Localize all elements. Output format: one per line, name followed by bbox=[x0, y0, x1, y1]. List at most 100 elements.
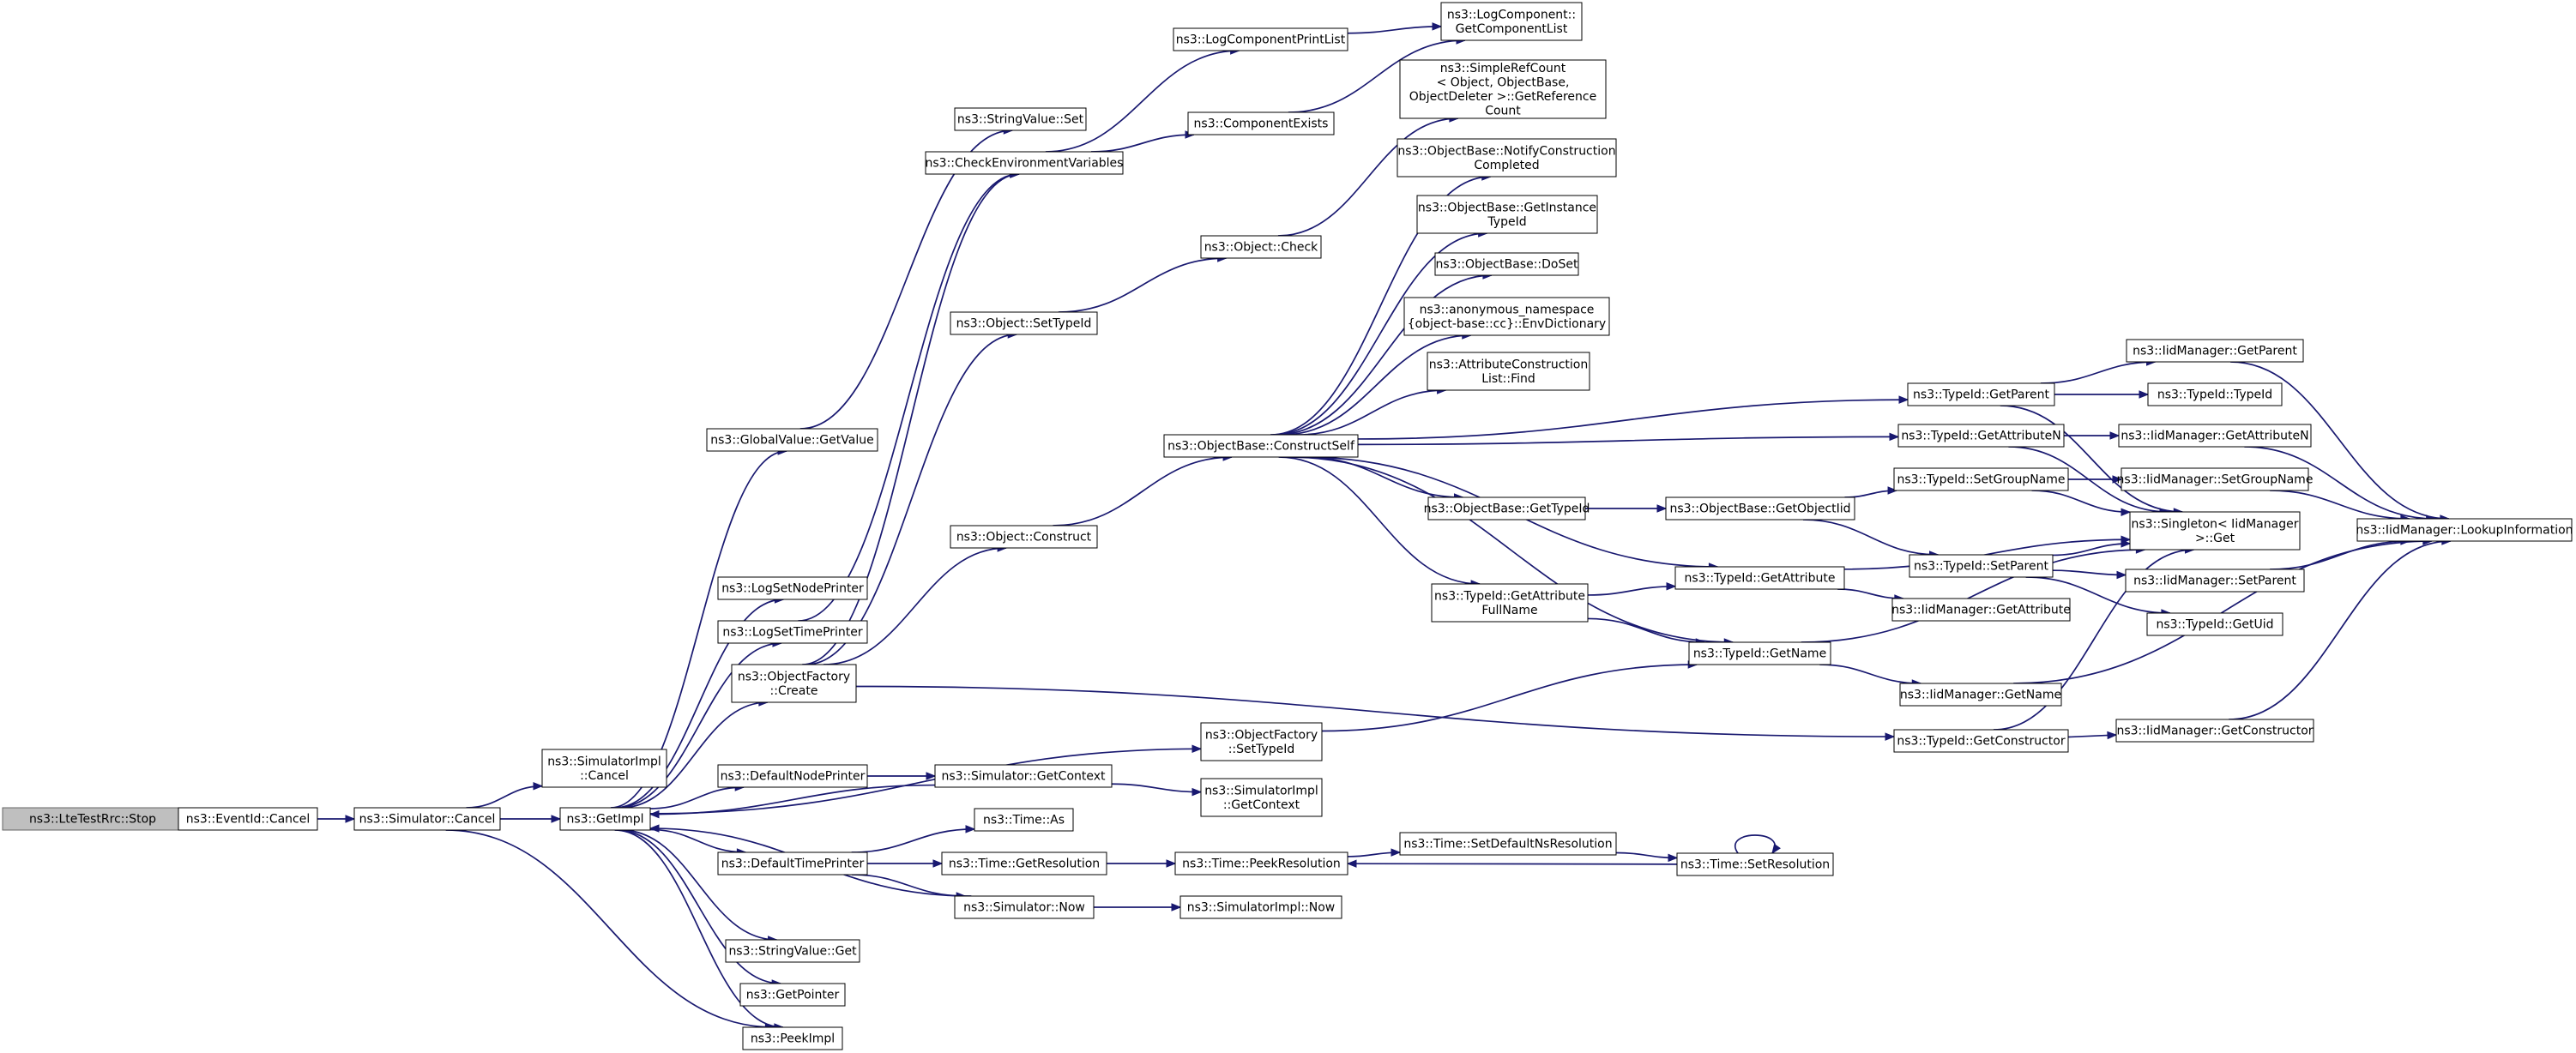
graph-node-timesetres[interactable]: ns3::Time::SetResolution bbox=[1676, 852, 1834, 876]
graph-node-tsetgroupname[interactable]: ns3::TypeId::SetGroupName bbox=[1893, 467, 2069, 491]
graph-node-obgettypeid[interactable]: ns3::ObjectBase::GetTypeId bbox=[1424, 496, 1590, 520]
node-label: ns3::Simulator::GetContext bbox=[941, 770, 1106, 784]
graph-node-simgetcontext[interactable]: ns3::Simulator::GetContext bbox=[934, 764, 1113, 788]
node-box bbox=[559, 807, 651, 831]
node-label: ns3::IidManager::SetParent bbox=[2133, 575, 2296, 588]
edge-arrowhead bbox=[2116, 570, 2127, 580]
graph-node-iidsetparent[interactable]: ns3::IidManager::SetParent bbox=[2125, 569, 2305, 593]
graph-node-singletonget[interactable]: ns3::Singleton< IidManager>::Get bbox=[2129, 511, 2301, 551]
graph-node-timegetres[interactable]: ns3::Time::GetResolution bbox=[941, 851, 1107, 875]
graph-node-tgetconstructor[interactable]: ns3::TypeId::GetConstructor bbox=[1893, 729, 2069, 753]
edge-getattrfullname-to-tgetname bbox=[1587, 617, 1706, 647]
edge-defaultnode-to-simgetcontext bbox=[867, 772, 937, 780]
graph-node-iidgetparent[interactable]: ns3::IidManager::GetParent bbox=[2126, 339, 2304, 363]
edge-arrowhead bbox=[1885, 732, 1896, 741]
graph-node-tgetattribute[interactable]: ns3::TypeId::GetAttribute bbox=[1674, 566, 1845, 590]
graph-node-logsettime[interactable]: ns3::LogSetTimePrinter bbox=[717, 620, 868, 644]
graph-node-strset[interactable]: ns3::StringValue::Set bbox=[954, 107, 1087, 131]
graph-node-getpointer[interactable]: ns3::GetPointer bbox=[739, 983, 846, 1007]
edge-arrowhead bbox=[2109, 431, 2121, 440]
graph-node-logsetnode[interactable]: ns3::LogSetNodePrinter bbox=[717, 576, 868, 600]
graph-node-simplerefcount[interactable]: ns3::SimpleRefCount< Object, ObjectBase,… bbox=[1399, 59, 1607, 119]
graph-node-notifyconstruction[interactable]: ns3::ObjectBase::NotifyConstructionCompl… bbox=[1397, 138, 1617, 178]
node-box bbox=[739, 983, 846, 1007]
node-label: ns3::TypeId::TypeId bbox=[2157, 388, 2272, 402]
node-label: ns3::SimpleRefCount bbox=[1440, 62, 1566, 75]
graph-node-timesetdefault[interactable]: ns3::Time::SetDefaultNsResolution bbox=[1399, 832, 1617, 856]
edge-line bbox=[2270, 540, 2410, 570]
node-label: ns3::ObjectBase::GetTypeId bbox=[1424, 502, 1590, 516]
graph-node-globalgetvalue[interactable]: ns3::GlobalValue::GetValue bbox=[706, 428, 878, 452]
edge-line bbox=[855, 685, 1895, 737]
graph-node-timeas[interactable]: ns3::Time::As bbox=[974, 808, 1074, 832]
graph-node-ofsettypeid[interactable]: ns3::ObjectFactory::SetTypeId bbox=[1200, 722, 1323, 761]
graph-node-peekimpl[interactable]: ns3::PeekImpl bbox=[742, 1026, 843, 1050]
graph-node-iidlookup[interactable]: ns3::IidManager::LookupInformation bbox=[2356, 518, 2573, 542]
graph-node-tgetname[interactable]: ns3::TypeId::GetName bbox=[1688, 641, 1831, 665]
graph-node-getobjectiid[interactable]: ns3::ObjectBase::GetObjectIid bbox=[1665, 496, 1855, 520]
node-box bbox=[1440, 2, 1583, 41]
node-label: ns3::EventId::Cancel bbox=[186, 813, 311, 827]
node-label: ns3::IidManager::GetAttributeN bbox=[2121, 430, 2308, 443]
graph-node-iidgetname[interactable]: ns3::IidManager::GetName bbox=[1899, 683, 2062, 707]
graph-node-objsettypeid[interactable]: ns3::Object::SetTypeId bbox=[950, 311, 1098, 335]
graph-node-iidgetattrn[interactable]: ns3::IidManager::GetAttributeN bbox=[2118, 424, 2312, 448]
node-box bbox=[717, 620, 868, 644]
graph-node-strget[interactable]: ns3::StringValue::Get bbox=[725, 939, 860, 963]
graph-node-tgetparent[interactable]: ns3::TypeId::GetParent bbox=[1907, 382, 2055, 406]
edge-checkenv-to-logcompprint bbox=[1045, 46, 1240, 153]
graph-node-simnow[interactable]: ns3::Simulator::Now bbox=[954, 895, 1095, 919]
edge-line bbox=[1801, 549, 2145, 643]
graph-node-tgetuid[interactable]: ns3::TypeId::GetUid bbox=[2146, 612, 2283, 636]
graph-node-tgetattrn[interactable]: ns3::TypeId::GetAttributeN bbox=[1897, 424, 2065, 448]
edge-line bbox=[1277, 117, 1458, 237]
graph-node-tsetparent[interactable]: ns3::TypeId::SetParent bbox=[1909, 554, 2054, 578]
edge-objsettypeid-to-objcheck bbox=[1058, 254, 1228, 313]
node-box bbox=[742, 1026, 843, 1050]
graph-node-logcompprint[interactable]: ns3::LogComponentPrintList bbox=[1173, 27, 1348, 51]
graph-node-defaulttime[interactable]: ns3::DefaultTimePrinter bbox=[717, 851, 868, 875]
graph-node-simimplnow[interactable]: ns3::SimulatorImpl::Now bbox=[1179, 895, 1342, 919]
node-box bbox=[1907, 382, 2055, 406]
node-box bbox=[954, 895, 1095, 919]
edge-line bbox=[1272, 232, 1487, 436]
graph-node-simcancel[interactable]: ns3::Simulator::Cancel bbox=[353, 807, 501, 831]
graph-node-iidgetattribute[interactable]: ns3::IidManager::GetAttribute bbox=[1891, 598, 2071, 622]
node-label: List::Find bbox=[1481, 372, 1535, 386]
graph-node-logcompget[interactable]: ns3::LogComponent::GetComponentList bbox=[1440, 2, 1583, 41]
graph-node-timepeekres[interactable]: ns3::Time::PeekResolution bbox=[1174, 851, 1348, 875]
edge-line bbox=[614, 829, 783, 1028]
graph-node-checkenv[interactable]: ns3::CheckEnvironmentVariables bbox=[925, 151, 1124, 175]
node-box bbox=[1899, 683, 2062, 707]
graph-node-defaultnode[interactable]: ns3::DefaultNodePrinter bbox=[717, 764, 868, 788]
graph-node-simimplgetcontext[interactable]: ns3::SimulatorImpl::GetContext bbox=[1200, 778, 1323, 817]
graph-node-getimpl[interactable]: ns3::GetImpl bbox=[559, 807, 651, 831]
graph-node-objcheck[interactable]: ns3::Object::Check bbox=[1200, 235, 1322, 259]
node-label: ns3::TypeId::GetConstructor bbox=[1897, 735, 2065, 749]
graph-node-simimplcancel[interactable]: ns3::SimulatorImpl::Cancel bbox=[541, 749, 667, 788]
graph-node-eventcancel[interactable]: ns3::EventId::Cancel bbox=[178, 807, 318, 831]
node-label: ::SetTypeId bbox=[1228, 743, 1295, 756]
graph-node-compexists[interactable]: ns3::ComponentExists bbox=[1187, 111, 1335, 135]
edge-objfactorycreate-to-tgetconstructor bbox=[855, 685, 1896, 741]
graph-node-doset[interactable]: ns3::ObjectBase::DoSet bbox=[1434, 252, 1579, 276]
graph-node-objconstruct[interactable]: ns3::Object::Construct bbox=[950, 525, 1098, 549]
node-label: ns3::Simulator::Now bbox=[963, 901, 1085, 915]
edge-line bbox=[1288, 456, 1734, 643]
graph-node-objfactorycreate[interactable]: ns3::ObjectFactory::Create bbox=[731, 664, 857, 703]
graph-node-constructself[interactable]: ns3::ObjectBase::ConstructSelf bbox=[1163, 434, 1359, 458]
graph-node-iidgetconstructor[interactable]: ns3::IidManager::GetConstructor bbox=[2115, 719, 2314, 743]
edge-line bbox=[2031, 490, 2131, 514]
edge-line bbox=[1053, 456, 1233, 526]
node-label: ns3::LogSetTimePrinter bbox=[722, 626, 863, 640]
edge-arrowhead bbox=[1166, 859, 1177, 868]
graph-node-iidsetgroupname[interactable]: ns3::IidManager::SetGroupName bbox=[2117, 467, 2314, 491]
graph-node-ttypeid[interactable]: ns3::TypeId::TypeId bbox=[2147, 382, 2283, 406]
edge-arrowhead bbox=[1887, 486, 1898, 495]
graph-node-stop[interactable]: ns3::LteTestRrc::Stop bbox=[2, 807, 184, 831]
edge-arrowhead bbox=[1191, 744, 1203, 754]
graph-node-envdict[interactable]: ns3::anonymous_namespace{object-base::cc… bbox=[1403, 297, 1610, 336]
